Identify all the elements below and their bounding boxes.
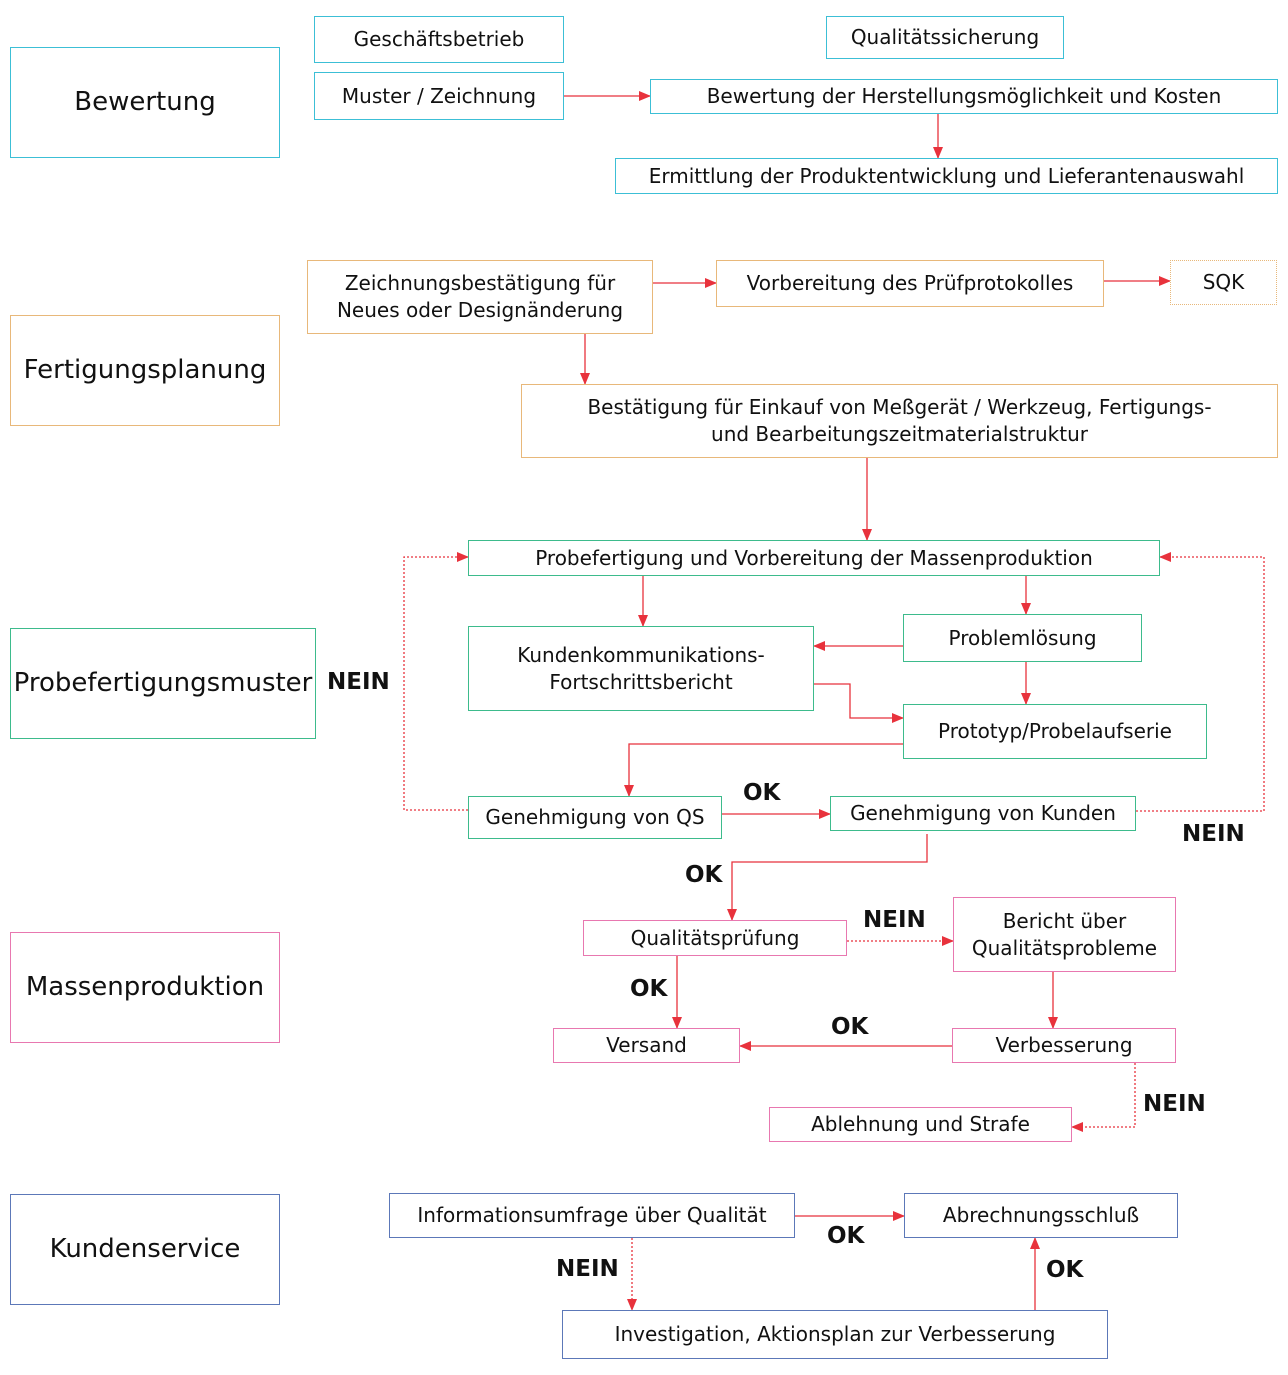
node-geschaeftsbetrieb: Geschäftsbetrieb [314, 16, 564, 63]
node-label: Bewertung der Herstellungsmöglichkeit un… [706, 84, 1222, 108]
edge-label-ok-umfrage: OK [827, 1223, 865, 1249]
node-bewertung-herstellung: Bewertung der Herstellungsmöglichkeit un… [650, 79, 1278, 114]
node-label: Investigation, Aktionsplan zur Verbesser… [614, 1322, 1056, 1346]
phase-kundenservice: Kundenservice [10, 1194, 280, 1305]
node-probefertigung: Probefertigung und Vorbereitung der Mass… [468, 540, 1160, 576]
edge-label-nein-pruefung: NEIN [863, 907, 926, 933]
node-pruefprotokoll: Vorbereitung des Prüfprotokolles [716, 260, 1104, 307]
arrow-verbesserung-nein-to-ablehnung [1071, 1063, 1136, 1132]
node-label-line-2: Qualitätsprobleme [971, 935, 1158, 960]
node-label: Versand [606, 1033, 687, 1057]
edge-label-nein-verbesserung: NEIN [1143, 1091, 1206, 1117]
node-ermittlung: Ermittlung der Produktentwicklung und Li… [615, 158, 1278, 194]
node-einkauf: Bestätigung für Einkauf von Meßgerät / W… [521, 384, 1278, 458]
node-label: Vorbereitung des Prüfprotokolles [746, 271, 1074, 295]
node-label-line-2: Neues oder Designänderung [336, 298, 624, 322]
edge-label-ok-qs-kunden: OK [743, 780, 781, 806]
node-label: Ermittlung der Produktentwicklung und Li… [648, 163, 1245, 188]
node-label-line-1: Bericht über [1002, 908, 1127, 933]
node-label: Informationsumfrage über Qualität [417, 1203, 767, 1227]
node-label-line-1: Zeichnungsbestätigung für [344, 271, 616, 295]
node-label: Probefertigung und Vorbereitung der Mass… [535, 545, 1093, 570]
edge-label-nein-umfrage: NEIN [556, 1256, 619, 1282]
node-ablehnung: Ablehnung und Strafe [769, 1107, 1072, 1142]
node-label: Problemlösung [948, 625, 1097, 650]
node-verbesserung: Verbesserung [952, 1028, 1176, 1063]
node-kundenkommunikation: Kundenkommunikations- Fortschrittsberich… [468, 626, 814, 711]
node-sqk: SQK [1170, 260, 1277, 305]
node-label: Prototyp/Probelaufserie [938, 719, 1172, 743]
phase-label: Bewertung [74, 87, 216, 117]
node-problemloesung: Problemlösung [903, 614, 1142, 662]
node-label: Abrechnungsschluß [942, 1203, 1140, 1227]
node-qualitaetssicherung: Qualitätssicherung [826, 16, 1064, 59]
node-label-line-1: Bestätigung für Einkauf von Meßgerät / W… [587, 395, 1212, 419]
phase-fertigungsplanung: Fertigungsplanung [10, 315, 280, 426]
phase-label: Fertigungsplanung [23, 355, 267, 385]
node-label: Qualitätssicherung [850, 25, 1040, 49]
node-label: Verbesserung [995, 1033, 1133, 1057]
node-label-line-2: und Bearbeitungszeitmaterialstruktur [711, 422, 1088, 446]
arrow-qs-nein-to-probefertigung [403, 552, 469, 811]
edge-label-nein-qs: NEIN [327, 669, 390, 695]
edge-label-ok-pruefung-versand: OK [630, 976, 668, 1002]
arrow-kunden-nein-to-probefertigung [1136, 552, 1265, 812]
node-abrechnungsschluss: Abrechnungsschluß [904, 1193, 1178, 1238]
phase-massenproduktion: Massenproduktion [10, 932, 280, 1043]
node-zeichnungsbestaetigung: Zeichnungsbestätigung für Neues oder Des… [307, 260, 653, 334]
node-muster-zeichnung: Muster / Zeichnung [314, 72, 564, 120]
edge-label-ok-kunden-pruefung: OK [685, 862, 723, 888]
phase-bewertung: Bewertung [10, 47, 280, 158]
edge-label-nein-kunden: NEIN [1182, 821, 1245, 847]
arrow-kundenkomm-to-prototyp [814, 683, 904, 723]
edge-label-ok-verbesserung-versand: OK [831, 1014, 869, 1040]
node-prototyp: Prototyp/Probelaufserie [903, 704, 1207, 759]
node-label: Qualitätsprüfung [630, 925, 800, 950]
phase-label: Probefertigungsmuster [13, 668, 313, 698]
phase-label: Massenproduktion [25, 972, 265, 1002]
node-label-line-2: Fortschrittsbericht [549, 669, 733, 694]
node-label: SQK [1202, 270, 1245, 294]
node-label: Geschäftsbetrieb [353, 27, 525, 51]
arrow-prototyp-to-genehmigung-qs [624, 743, 903, 797]
phase-probefertigungsmuster: Probefertigungsmuster [10, 628, 316, 739]
node-label: Ablehnung und Strafe [811, 1112, 1030, 1136]
node-label: Genehmigung von QS [485, 805, 705, 829]
node-bericht: Bericht über Qualitätsprobleme [953, 897, 1176, 972]
node-label: Genehmigung von Kunden [850, 801, 1116, 825]
node-genehmigung-kunden: Genehmigung von Kunden [830, 796, 1136, 831]
phase-label: Kundenservice [49, 1234, 241, 1264]
arrow-kunden-to-pruefung [727, 834, 928, 921]
node-qualitaetspruefung: Qualitätsprüfung [583, 920, 847, 956]
node-informationsumfrage: Informationsumfrage über Qualität [389, 1193, 795, 1238]
node-genehmigung-qs: Genehmigung von QS [468, 796, 722, 839]
node-label-line-1: Kundenkommunikations- [517, 642, 765, 667]
node-investigation: Investigation, Aktionsplan zur Verbesser… [562, 1310, 1108, 1359]
node-versand: Versand [553, 1028, 740, 1063]
edge-label-ok-investigation: OK [1046, 1257, 1084, 1283]
node-label: Muster / Zeichnung [341, 83, 537, 108]
